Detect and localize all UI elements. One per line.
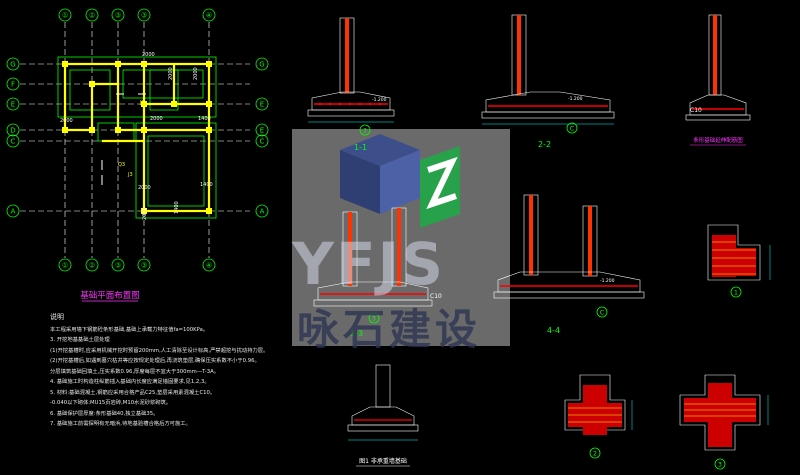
label-j3-b: J3 xyxy=(139,100,145,106)
detail-1-mark: 1 xyxy=(734,289,738,297)
axis-bottom-1: ① xyxy=(62,262,68,270)
section-4-title: 4-4 xyxy=(547,326,560,335)
axis-right-a: A xyxy=(260,208,265,216)
note-line-4: (2)开挖基槽后,如遇到墓穴枯井等应按规定处理后,再浇筑垫层,确保压实系数不小于… xyxy=(50,358,260,364)
axis-left-a: A xyxy=(11,208,16,216)
section-2-mark: C xyxy=(570,125,575,133)
section-4-mark: C xyxy=(600,309,605,317)
note-line-6: 4. 基础施工时构造柱纵筋插入基础内长度应满足锚固要求,见1,2,3。 xyxy=(50,379,210,385)
note-line-5: 分层填筑基础回填土,压实系数0.96,厚度每层不宜大于300mm—T-3A。 xyxy=(50,368,220,375)
note-line-7: 5. 材料:基础混凝土,钢筋应采用合格产品C25,垫层采用素混凝土C10。 xyxy=(50,389,216,396)
section-1-1: 3 1-1 -1.200 xyxy=(307,17,395,152)
dim-1: 2000 xyxy=(142,52,155,58)
dim-3: 2000 xyxy=(193,67,199,80)
axis-bottom-3: ③ xyxy=(115,262,121,270)
axis-left-f: F xyxy=(11,81,15,89)
section-2-2: C 2-2 -1.200 xyxy=(481,14,615,149)
section-3-mark: 3 xyxy=(372,315,376,323)
note-line-10: 7. 基础施工前需探明有无暗浜,待地基验槽合格后方可施工。 xyxy=(50,421,191,427)
axis-left-e: E xyxy=(11,101,15,109)
axis-bottom-5: ④ xyxy=(206,262,212,270)
axis-left-c: C xyxy=(11,138,16,146)
section-4-elevation: -1.200 xyxy=(600,278,615,284)
watermark-letters: YFJS xyxy=(292,230,445,298)
axis-right-c: C xyxy=(260,138,265,146)
axis-right-g: G xyxy=(259,61,264,69)
section-6-title: 图1 非承重墙基础 xyxy=(359,457,407,465)
section-ext-title: 条形基础延伸配筋图 xyxy=(693,136,743,144)
section-2-title: 2-2 xyxy=(538,140,551,149)
section-nonbearing: 图1 非承重墙基础 xyxy=(347,364,419,467)
dim-4: 2000 xyxy=(60,118,73,124)
dim-10: 1400 xyxy=(174,201,180,214)
watermark-logo xyxy=(340,134,460,228)
section-2-elevation: -1.200 xyxy=(568,96,583,102)
detail-2: 2 xyxy=(564,374,633,459)
section-1-elevation: -1.200 xyxy=(372,97,387,103)
detail-2-mark: 2 xyxy=(593,450,597,458)
section-3-concrete: C10 xyxy=(430,293,442,300)
note-line-3: (1)开挖基槽时,应采用机械开挖时预留200mm,人工清除至设计标高,严禁超挖与… xyxy=(50,347,269,354)
section-3-3: 3 3-3 C10 xyxy=(313,207,442,338)
notes-heading: 说明 xyxy=(50,313,64,321)
detail-3: 3 xyxy=(679,374,769,470)
foundation-plan: ① ② ③ ③ ④ ① ② ③ ③ ④ G F E D C A G E E C … xyxy=(6,8,269,302)
section-1-mark: 3 xyxy=(363,127,367,135)
dim-5: 2000 xyxy=(150,116,163,122)
axis-right-e1: E xyxy=(260,101,264,109)
dim-7: 2000 xyxy=(138,185,151,191)
label-j3-a: J3 xyxy=(127,172,133,178)
section-3-title: 3-3 xyxy=(350,329,363,338)
axis-top-2: ② xyxy=(89,12,95,20)
axis-top-5: ④ xyxy=(206,12,212,20)
axis-top-4: ③ xyxy=(141,12,147,20)
axis-top-3: ③ xyxy=(115,12,121,20)
dim-8: 1400 xyxy=(200,182,213,188)
section-extension: C10 条形基础延伸配筋图 xyxy=(685,14,751,146)
axis-top-1: ① xyxy=(62,12,68,20)
axis-bottom-4: ③ xyxy=(141,262,147,270)
note-line-2: 3. 开挖地基基础土层处理 xyxy=(50,337,110,343)
detail-1: 1 xyxy=(707,224,771,298)
note-line-8: -0.040以下砌体:MU15页岩砖,M10水泥砂浆砌筑。 xyxy=(50,400,172,406)
note-line-1: 本工程采用墙下钢筋砼条形基础,基础上承载力特征值fa=100KPa。 xyxy=(50,326,209,333)
note-line-9: 6. 基础保护层厚度:条形基础40,独立基础35。 xyxy=(50,410,159,417)
label-q3: Q3 xyxy=(118,162,125,168)
section-ext-concrete: C10 xyxy=(690,107,702,114)
dim-2: 2000 xyxy=(168,67,174,80)
axis-left-g: G xyxy=(10,61,15,69)
axis-left-d: D xyxy=(10,127,15,135)
watermark-chinese: 咏石建设 xyxy=(297,305,482,354)
axis-right-e2: E xyxy=(260,127,264,135)
dim-9: 2000 xyxy=(142,207,148,220)
section-1-title: 1-1 xyxy=(354,143,367,152)
section-4-4: C 4-4 -1.200 xyxy=(493,194,645,335)
general-notes: 说明 本工程采用墙下钢筋砼条形基础,基础上承载力特征值fa=100KPa。 3.… xyxy=(50,312,295,430)
dim-6: 1400 xyxy=(198,116,211,122)
plan-title: 基础平面布置图 xyxy=(80,290,140,301)
detail-3-mark: 3 xyxy=(718,461,722,469)
axis-bottom-2: ② xyxy=(89,262,95,270)
